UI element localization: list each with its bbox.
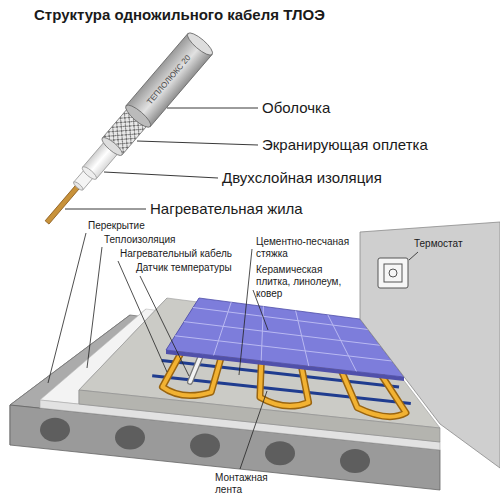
thermostat xyxy=(378,258,408,288)
leader-line xyxy=(104,172,218,178)
floor-leaders xyxy=(48,233,418,469)
device-label: Термостат xyxy=(414,238,463,250)
leader-line xyxy=(137,141,258,145)
tile-joint xyxy=(193,308,368,330)
layer-label: Нагревательный кабель xyxy=(120,248,232,260)
tile-front xyxy=(166,350,404,381)
tile-joint xyxy=(184,322,380,346)
leader-line xyxy=(87,247,102,368)
tile-joint xyxy=(328,315,357,372)
layer-label: Цементно-песчаная стяжка xyxy=(256,236,356,260)
leader-line xyxy=(240,391,267,469)
slab-hole xyxy=(190,433,220,457)
thermostat-knob xyxy=(389,269,397,277)
thermostat-panel xyxy=(384,264,402,282)
tile-joint xyxy=(175,336,392,361)
part-label: Экранирующая оплетка xyxy=(262,136,428,154)
part-label: Оболочка xyxy=(262,99,330,117)
sheath-cut xyxy=(123,102,154,130)
sheath-end xyxy=(185,30,216,58)
shield-braid-end xyxy=(100,135,125,158)
wall xyxy=(360,222,500,468)
leader-line xyxy=(140,276,189,376)
cable-leaders xyxy=(65,108,258,209)
layer-label: Керамическая плитка, линолеум, ковер xyxy=(256,264,356,300)
leader-line xyxy=(65,209,146,210)
leader-line xyxy=(48,233,86,383)
part-label: Двухслойная изоляция xyxy=(222,169,382,187)
layer-label: Перекрытие xyxy=(88,220,145,232)
leader-line xyxy=(239,249,252,375)
outer-insulation-end xyxy=(81,165,99,181)
part-label: Нагревательная жила xyxy=(150,200,303,218)
heating-core xyxy=(45,179,85,224)
layer-label: Датчик температуры xyxy=(136,262,232,274)
slab-hole xyxy=(40,418,70,442)
diagram-title: Структура одножильного кабеля ТЛОЭ xyxy=(34,6,325,24)
leader-line xyxy=(167,108,258,109)
tile-joints xyxy=(175,302,392,371)
layer-label: Монтажная лента xyxy=(215,472,287,496)
inner-insulation-end xyxy=(72,181,84,192)
floor-section xyxy=(10,222,500,490)
slab-hole xyxy=(115,426,145,450)
tile-joint xyxy=(296,311,309,366)
leader-line xyxy=(409,252,418,260)
slab-hole xyxy=(340,449,370,473)
layer-label: Теплоизоляция xyxy=(104,234,175,246)
slab-hole xyxy=(265,441,295,465)
